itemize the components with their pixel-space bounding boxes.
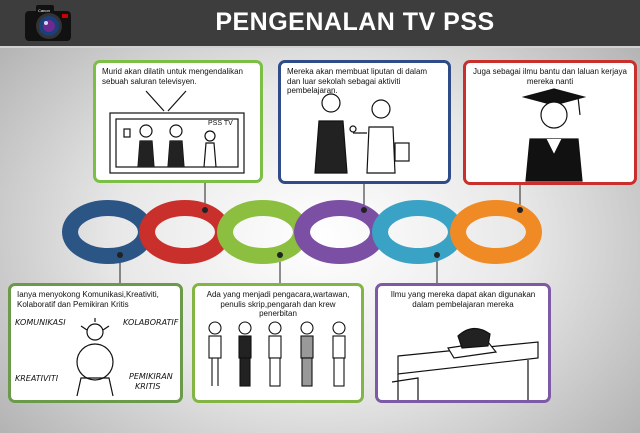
info-box-text: Murid akan dilatih untuk mengendalikan s… [102, 67, 243, 86]
info-box-roles: Ada yang menjadi pengacara,wartawan, pen… [192, 283, 364, 403]
skills-illustration [76, 318, 114, 397]
info-box-skills: Ianya menyokong Komunikasi,Kreativiti, K… [8, 283, 183, 403]
label-kritis: KRITIS [135, 382, 161, 391]
camera-icon: Canon [25, 5, 71, 41]
info-box-text: Ilmu yang mereka dapat akan digunakan da… [390, 290, 536, 309]
connector-dot [277, 252, 283, 258]
camera-brand: Canon [38, 8, 50, 13]
chain-ring-5 [372, 200, 464, 264]
label-pemikiran: PEMIKIRAN [129, 372, 173, 381]
title-bar: Canon PENGENALAN TV PSS [0, 0, 640, 48]
pss-tv-sign: PSS TV [208, 120, 233, 127]
info-box-learning: Ilmu yang mereka dapat akan digunakan da… [375, 283, 551, 403]
label-komunikasi: KOMUNIKASI [15, 318, 66, 327]
connector-dot [434, 252, 440, 258]
chain-ring-3 [217, 200, 309, 264]
chain-ring-4 [294, 200, 386, 264]
chain-ring-2 [139, 200, 231, 264]
label-kreativiti: KREATIVITI [15, 374, 59, 383]
chain-ring-1 [62, 200, 154, 264]
info-box-text: Mereka akan membuat liputan di dalam dan… [287, 67, 428, 95]
label-kolaboratif: KOLABORATIF [123, 318, 179, 327]
tv-studio-illustration: PSS TV [109, 90, 245, 174]
info-box-text: Juga sebagai ilmu bantu dan laluan kerja… [473, 67, 627, 86]
chain-ring-6 [450, 200, 542, 264]
reporters-illustration [314, 93, 410, 174]
info-box-tv-channel: Murid akan dilatih untuk mengendalikan s… [93, 60, 263, 183]
crew-illustration [208, 321, 346, 387]
connector-dot [202, 207, 208, 213]
info-box-career: Juga sebagai ilmu bantu dan laluan kerja… [463, 60, 637, 185]
graduate-illustration [521, 88, 587, 182]
studying-illustration [391, 327, 539, 400]
connector-dot [361, 207, 367, 213]
connector-dot [517, 207, 523, 213]
info-box-coverage: Mereka akan membuat liputan di dalam dan… [278, 60, 451, 184]
info-box-text: Ianya menyokong Komunikasi,Kreativiti, K… [17, 290, 159, 309]
connector-dot [117, 252, 123, 258]
page-title: PENGENALAN TV PSS [215, 8, 495, 36]
info-box-text: Ada yang menjadi pengacara,wartawan, pen… [206, 290, 350, 318]
